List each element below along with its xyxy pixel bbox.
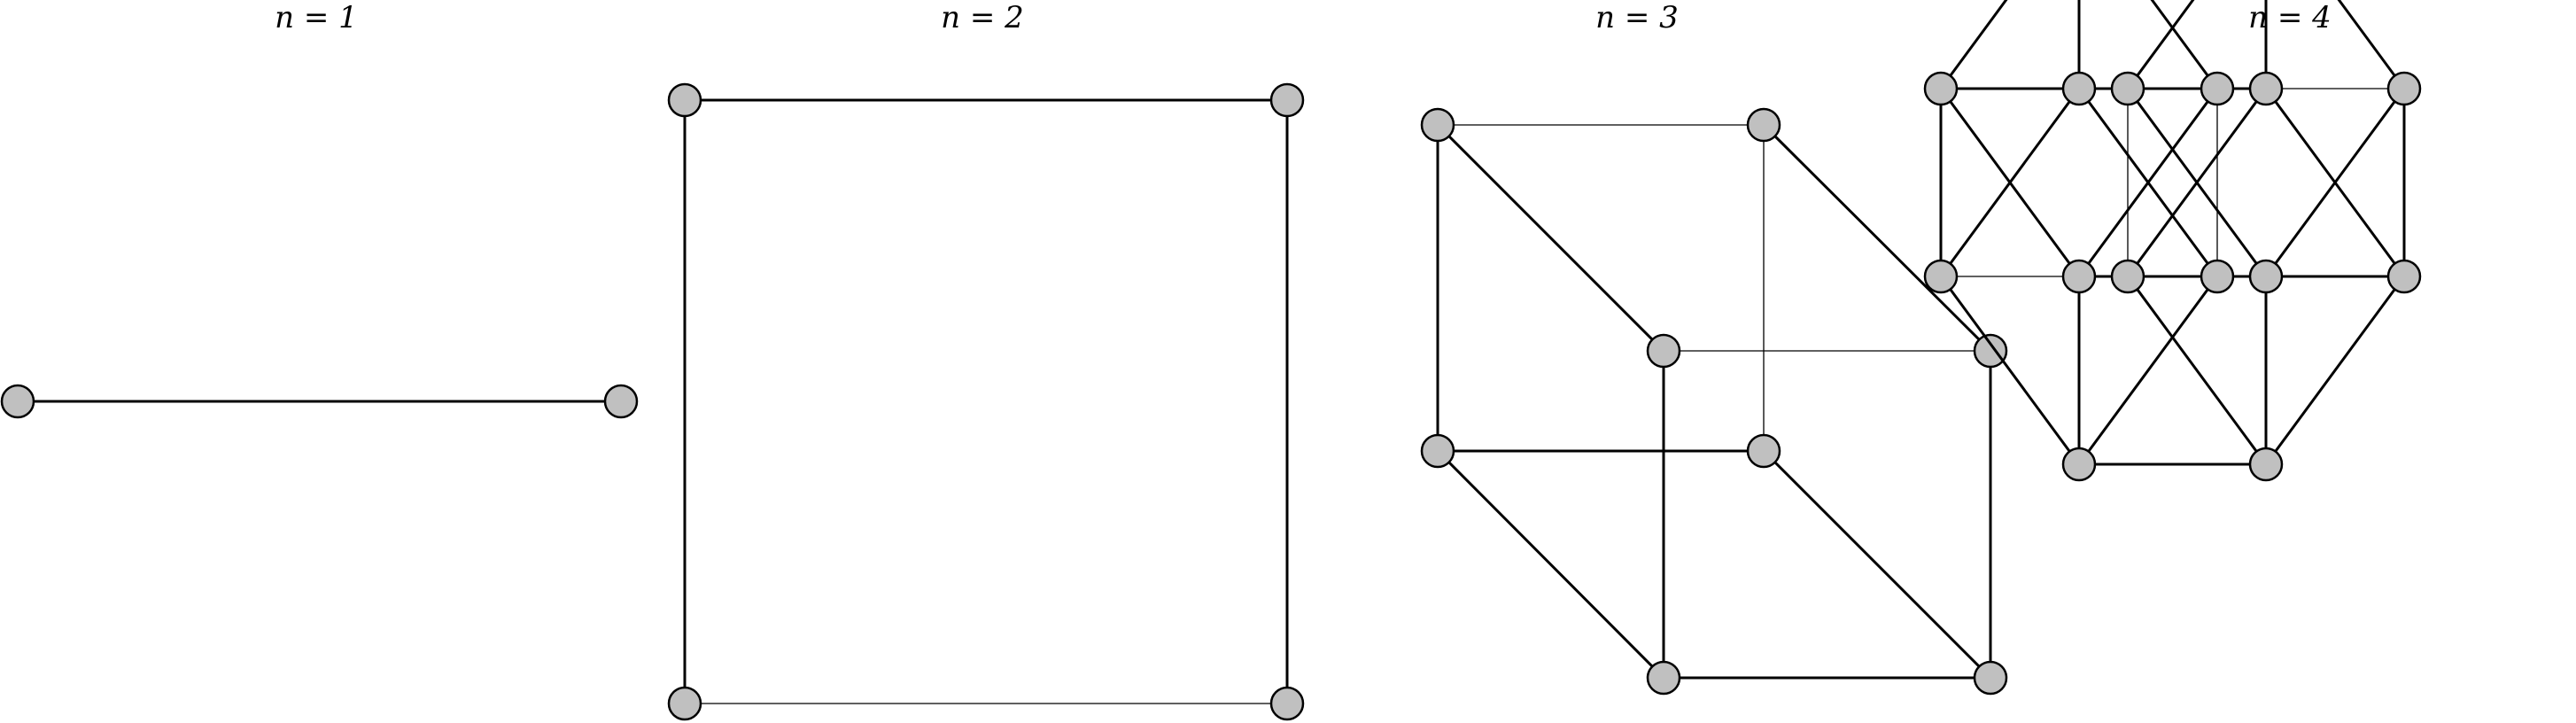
p4-vertex-0 xyxy=(2061,447,2097,482)
panel-title-n4: n = 4 xyxy=(2248,0,2332,35)
p2-vertex-0 xyxy=(667,82,702,118)
panel-n1-graph xyxy=(0,384,639,419)
p3-vertex-6 xyxy=(1646,660,1681,696)
panel-title-n1: n = 1 xyxy=(275,0,358,35)
p4-vertex-6 xyxy=(2248,259,2284,294)
p1-vertex-1 xyxy=(603,384,639,419)
p2-vertex-1 xyxy=(1269,82,1305,118)
p2-vertex-2 xyxy=(667,686,702,721)
p3-vertex-4 xyxy=(1646,333,1681,369)
p4-vertex-14 xyxy=(2110,71,2145,106)
p4-edge-7 xyxy=(2264,275,2406,466)
panel-n2-graph xyxy=(667,82,1305,721)
p4-edge-9 xyxy=(2126,275,2268,466)
p4-vertex-5 xyxy=(2200,71,2235,106)
p4-edge-17 xyxy=(2264,87,2406,278)
p4-edge-20 xyxy=(1939,87,2081,278)
panel-n3-graph xyxy=(1420,107,2008,696)
p3-edge-11 xyxy=(1762,449,1992,680)
p3-vertex-2 xyxy=(1420,433,1455,469)
p4-edge-19 xyxy=(2337,0,2406,90)
panel-title-n2: n = 2 xyxy=(941,0,1024,35)
p3-vertex-7 xyxy=(1973,660,2008,696)
panel-n4-graph xyxy=(1923,0,2422,482)
p4-vertex-8 xyxy=(1923,259,1959,294)
p3-vertex-0 xyxy=(1420,107,1455,143)
p3-vertex-5 xyxy=(1973,333,2008,369)
p4-vertex-4 xyxy=(2061,259,2097,294)
p4-vertex-11 xyxy=(2248,71,2284,106)
p4-edge-25 xyxy=(2126,87,2268,278)
p4-edge-3 xyxy=(1939,275,2081,466)
p4-vertex-2 xyxy=(2248,447,2284,482)
p3-edge-9 xyxy=(1762,123,1992,353)
p4-edge-28 xyxy=(1939,0,2008,90)
p4-vertex-10 xyxy=(2110,259,2145,294)
p4-vertex-1 xyxy=(2200,259,2235,294)
panel-title-n3: n = 3 xyxy=(1595,0,1679,35)
p4-vertex-9 xyxy=(2061,71,2097,106)
p4-edge-31 xyxy=(2126,0,2195,90)
p4-vertex-3 xyxy=(2386,259,2422,294)
p3-vertex-3 xyxy=(1746,433,1781,469)
p1-vertex-0 xyxy=(0,384,35,419)
p2-vertex-3 xyxy=(1269,686,1305,721)
p4-edge-16 xyxy=(2150,0,2219,90)
p3-vertex-1 xyxy=(1746,107,1781,143)
p4-edge-12 xyxy=(2077,87,2219,278)
p3-edge-10 xyxy=(1436,449,1665,680)
p4-edge-0 xyxy=(2077,275,2219,466)
p3-edge-8 xyxy=(1436,123,1665,353)
p4-vertex-7 xyxy=(2386,71,2422,106)
p4-vertex-12 xyxy=(1923,71,1959,106)
